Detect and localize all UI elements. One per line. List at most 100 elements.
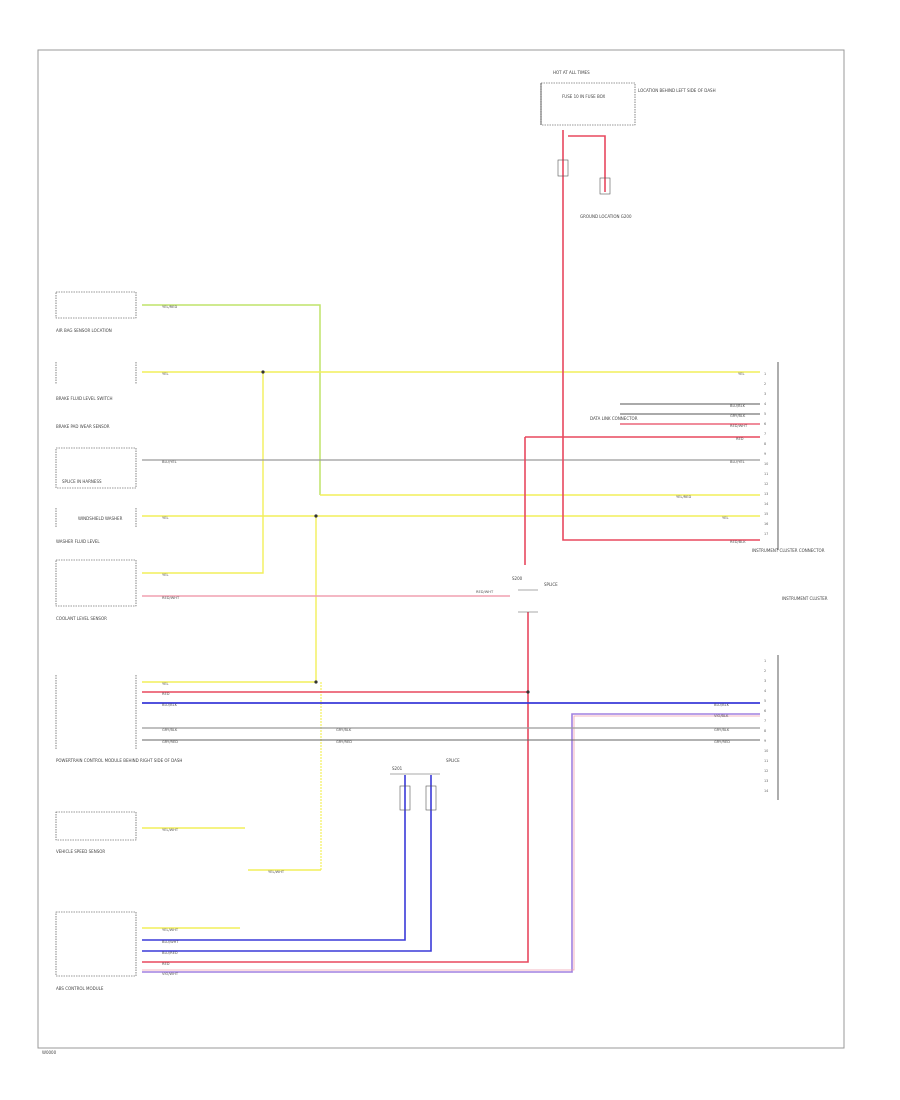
pin-number: 9 — [764, 452, 766, 456]
brake-pad-label: BRAKE PAD WEAR SENSOR — [56, 424, 110, 429]
wl-yel-516: YEL — [162, 516, 168, 520]
wl-yel-red-right: YEL/RED — [676, 495, 691, 499]
coolant-sensor-box — [55, 559, 137, 607]
wl-yel-1: YEL — [162, 372, 168, 376]
connector-b — [425, 785, 437, 811]
wl-blu-yel: BLU/YEL — [162, 460, 177, 464]
pin-number: 5 — [764, 412, 766, 416]
pin-number: 6 — [764, 709, 766, 713]
wl-blu-703: BLU/BLK — [162, 703, 178, 707]
splice-dot — [314, 680, 318, 684]
ground-connector — [599, 177, 611, 195]
vehicle-speed-box — [55, 811, 137, 841]
wl-vio-714: VIO/BLK — [714, 714, 729, 718]
pin-number: 5 — [764, 699, 766, 703]
pin-number: 7 — [764, 432, 766, 436]
wl-gry-740: GRY/RED — [162, 740, 178, 744]
wl-gry-728: GRY/BLK — [162, 728, 178, 732]
splice-top-label: SPLICE — [544, 582, 558, 587]
wl-blu-940: BLU/WHT — [162, 940, 179, 944]
airbag-sensor-label: AIR BAG SENSOR LOCATION — [56, 328, 112, 333]
pin-number: 3 — [764, 392, 766, 396]
wire-pink-stripe — [142, 715, 760, 971]
airbag-sensor — [55, 291, 137, 319]
wl-red-blk: RED/BLK — [730, 540, 746, 544]
pin-number: 4 — [764, 689, 766, 693]
brake-fluid-label: BRAKE FLUID LEVEL SWITCH — [56, 396, 113, 401]
wl-gry-728-right: GRY/BLK — [714, 728, 730, 732]
pin-number: 13 — [764, 492, 768, 496]
wire-red-ground — [568, 135, 606, 192]
wl-red-437: RED — [736, 437, 744, 441]
pin-number: 8 — [764, 729, 766, 733]
splice-dot — [261, 370, 265, 374]
wire-red-vertical-528 — [142, 612, 529, 963]
wl-blu-951: BLU/RED — [162, 951, 178, 955]
wl-yel-682: YEL — [162, 682, 168, 686]
diagram-frame — [37, 49, 845, 1049]
splice-top-code: S200 — [512, 576, 523, 581]
wire-blue-431 — [142, 775, 432, 952]
wl-yel-928: YEL/WHT — [162, 928, 179, 932]
data-link-label: DATA LINK CONNECTOR — [590, 416, 638, 421]
wl-red-424: RED/WHT — [730, 424, 748, 428]
pin-number: 8 — [764, 442, 766, 446]
pin-number: 4 — [764, 402, 766, 406]
wire-yellow-branch — [142, 372, 264, 574]
pin-number: 1 — [764, 659, 766, 663]
pin-number: 14 — [764, 789, 768, 793]
wl-blu-yel-right: BLU/YEL — [730, 460, 745, 464]
splice-mid-code: S201 — [392, 766, 403, 771]
washer-fluid-label: WASHER FLUID LEVEL — [56, 539, 100, 544]
fuse-connector — [557, 159, 569, 177]
wl-yel-red-top: YEL/RED — [162, 305, 177, 309]
wire-yellow-green — [142, 304, 321, 495]
splice-dot — [526, 690, 530, 694]
pin-number: 10 — [764, 462, 768, 466]
powertrain-label: POWERTRAIN CONTROL MODULE BEHIND RIGHT S… — [56, 758, 182, 763]
wl-yel-573: YEL — [162, 573, 168, 577]
cluster-bottom-label: INSTRUMENT CLUSTER CONNECTOR — [752, 548, 825, 553]
windshield-washer-label: WINDSHIELD WASHER — [78, 516, 123, 521]
ground-location: GROUND LOCATION G200 — [580, 214, 632, 219]
wl-yel-right: YEL — [738, 372, 744, 376]
wl-gry-728-mid: GRY/BLK — [336, 728, 352, 732]
pin-number: 3 — [764, 679, 766, 683]
wl-yel-516-right: YEL — [722, 516, 728, 520]
page-code: W0000 — [42, 1050, 57, 1055]
pin-number: 17 — [764, 532, 768, 536]
wl-dark-414: GRY/BLK — [730, 414, 746, 418]
abs-module-box — [55, 911, 137, 977]
wl-vio-972: VIO/WHT — [162, 972, 179, 976]
wire-blue-405 — [142, 775, 406, 941]
wire-violet-714 — [142, 713, 760, 973]
pin-number: 12 — [764, 482, 768, 486]
wl-dark-404: BLU/BLK — [730, 404, 746, 408]
hidden-splice-box — [55, 447, 137, 489]
wl-red-962: RED — [162, 962, 170, 966]
abs-module-label: ABS CONTROL MODULE — [56, 986, 104, 991]
pin-number: 2 — [764, 669, 766, 673]
fuse-location: LOCATION BEHIND LEFT SIDE OF DASH — [638, 88, 716, 93]
wl-yel-828: YEL/WHT — [162, 828, 179, 832]
pin-number: 7 — [764, 719, 766, 723]
hidden-splice-label: SPLICE IN HARNESS — [62, 479, 102, 484]
pin-number: 14 — [764, 502, 768, 506]
pin-number: 9 — [764, 739, 766, 743]
wl-gry-740-right: GRY/RED — [714, 740, 730, 744]
pin-number: 11 — [764, 759, 768, 763]
wl-yel-870: YEL/WHT — [268, 870, 285, 874]
pin-number: 15 — [764, 512, 768, 516]
pin-number: 1 — [764, 372, 766, 376]
wl-gry-740-mid: GRY/RED — [336, 740, 352, 744]
pin-number: 6 — [764, 422, 766, 426]
wl-blu-703-right: BLU/BLK — [714, 703, 730, 707]
wire-red-fuse — [562, 130, 760, 541]
splice-dot — [314, 514, 318, 518]
instrument-cluster-label: INSTRUMENT CLUSTER — [782, 596, 828, 601]
fuse-body: FUSE 10 IN FUSE BOX — [562, 94, 606, 99]
pin-number: 13 — [764, 779, 768, 783]
